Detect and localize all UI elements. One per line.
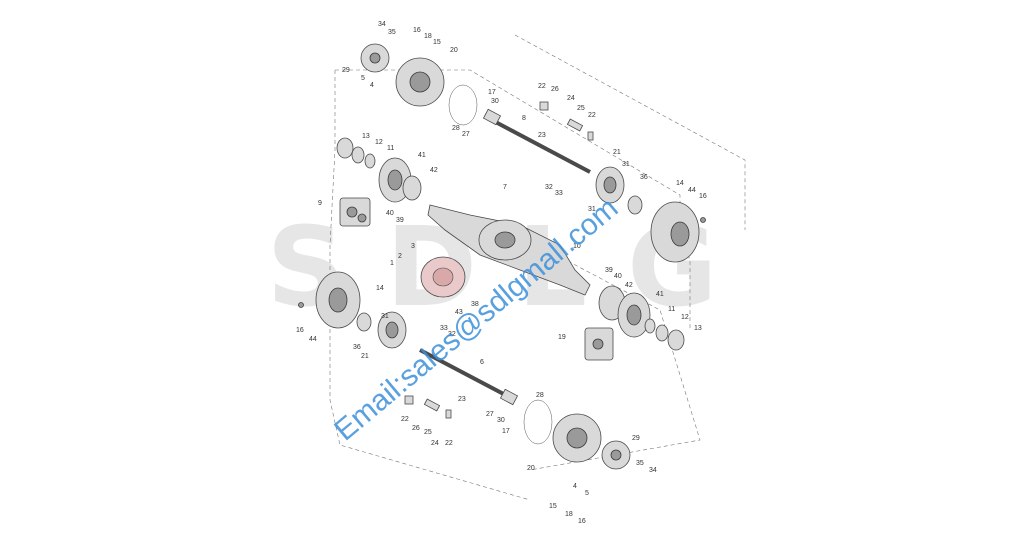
callout-label: 14 bbox=[676, 180, 684, 187]
callout-label: 42 bbox=[430, 167, 438, 174]
callout-label: 18 bbox=[424, 33, 432, 40]
callout-label: 36 bbox=[640, 174, 648, 181]
callout-label: 25 bbox=[424, 429, 432, 436]
callout-label: 2 bbox=[398, 253, 402, 260]
callout-label: 31 bbox=[381, 313, 389, 320]
callout-label: 1 bbox=[390, 260, 394, 267]
callout-label: 16 bbox=[699, 193, 707, 200]
callout-label: 44 bbox=[688, 187, 696, 194]
callout-label: 32 bbox=[545, 184, 553, 191]
callout-label: 34 bbox=[378, 21, 386, 28]
callout-label: 9 bbox=[318, 200, 322, 207]
callout-label: 11 bbox=[387, 145, 394, 152]
callout-label: 24 bbox=[567, 95, 575, 102]
callout-label: 26 bbox=[551, 86, 559, 93]
upper-right-hub bbox=[595, 166, 706, 263]
callout-label: 5 bbox=[361, 75, 365, 82]
callout-label: 29 bbox=[342, 67, 350, 74]
callout-label: 26 bbox=[412, 425, 420, 432]
callout-label: 30 bbox=[497, 417, 505, 424]
callout-label: 23 bbox=[538, 132, 546, 139]
callout-label: 10 bbox=[573, 243, 581, 250]
differential-assembly bbox=[420, 256, 466, 298]
callout-label: 8 bbox=[522, 115, 526, 122]
callout-label: 27 bbox=[486, 411, 494, 418]
callout-label: 29 bbox=[632, 435, 640, 442]
callout-label: 23 bbox=[458, 396, 466, 403]
callout-label: 5 bbox=[585, 490, 589, 497]
callout-label: 33 bbox=[555, 190, 563, 197]
callout-label: 16 bbox=[296, 327, 304, 334]
callout-label: 27 bbox=[462, 131, 470, 138]
callout-label: 43 bbox=[455, 309, 463, 316]
callout-label: 35 bbox=[388, 29, 396, 36]
callout-label: 35 bbox=[636, 460, 644, 467]
callout-label: 3 bbox=[411, 243, 415, 250]
callout-labels: 34 35 16 18 15 20 29 5 4 17 28 27 30 8 2… bbox=[296, 21, 707, 525]
upper-hub-assembly bbox=[336, 43, 478, 203]
callout-label: 12 bbox=[375, 139, 383, 146]
callout-label: 16 bbox=[413, 27, 421, 34]
callout-label: 41 bbox=[656, 291, 664, 298]
callout-label: 6 bbox=[480, 359, 484, 366]
callout-label: 41 bbox=[418, 152, 426, 159]
callout-label: 17 bbox=[488, 89, 496, 96]
callout-label: 39 bbox=[396, 217, 404, 224]
callout-label: 31 bbox=[622, 161, 630, 168]
callout-label: 24 bbox=[431, 440, 439, 447]
lower-left-hub bbox=[298, 271, 407, 349]
callout-label: 19 bbox=[558, 334, 566, 341]
callout-label: 4 bbox=[370, 82, 374, 89]
callout-label: 4 bbox=[573, 483, 577, 490]
callout-label: 20 bbox=[527, 465, 535, 472]
callout-label: 40 bbox=[614, 273, 622, 280]
callout-label: 15 bbox=[549, 503, 557, 510]
callout-label: 22 bbox=[401, 416, 409, 423]
callout-label: 31 bbox=[588, 206, 596, 213]
callout-label: 16 bbox=[578, 518, 586, 525]
callout-label: 13 bbox=[362, 133, 370, 140]
callout-label: 22 bbox=[538, 83, 546, 90]
callout-label: 25 bbox=[577, 105, 585, 112]
callout-label: 39 bbox=[605, 267, 613, 274]
callout-label: 7 bbox=[503, 184, 507, 191]
lower-hub-assembly bbox=[523, 399, 631, 470]
callout-label: 32 bbox=[448, 331, 456, 338]
callout-label: 22 bbox=[588, 112, 596, 119]
callout-label: 30 bbox=[491, 98, 499, 105]
callout-label: 42 bbox=[625, 282, 633, 289]
upper-axle-shaft bbox=[482, 101, 594, 174]
callout-label: 12 bbox=[681, 314, 689, 321]
callout-label: 38 bbox=[471, 301, 479, 308]
callout-label: 28 bbox=[536, 392, 544, 399]
callout-label: 44 bbox=[309, 336, 317, 343]
brake-caliper-upper bbox=[339, 197, 371, 227]
callout-label: 14 bbox=[376, 285, 384, 292]
axle-housing bbox=[427, 204, 591, 296]
callout-label: 21 bbox=[613, 149, 621, 156]
callout-label: 36 bbox=[353, 344, 361, 351]
callout-label: 40 bbox=[386, 210, 394, 217]
callout-label: 13 bbox=[694, 325, 702, 332]
callout-label: 28 bbox=[452, 125, 460, 132]
callout-label: 34 bbox=[649, 467, 657, 474]
callout-label: 11 bbox=[668, 306, 675, 313]
callout-label: 22 bbox=[445, 440, 453, 447]
callout-label: 20 bbox=[450, 47, 458, 54]
callout-label: 18 bbox=[565, 511, 573, 518]
callout-label: 33 bbox=[440, 325, 448, 332]
callout-label: 21 bbox=[361, 353, 369, 360]
lower-right-brake bbox=[584, 285, 685, 361]
lower-axle-shaft bbox=[404, 348, 519, 419]
callout-label: 17 bbox=[502, 428, 510, 435]
callout-label: 15 bbox=[433, 39, 441, 46]
